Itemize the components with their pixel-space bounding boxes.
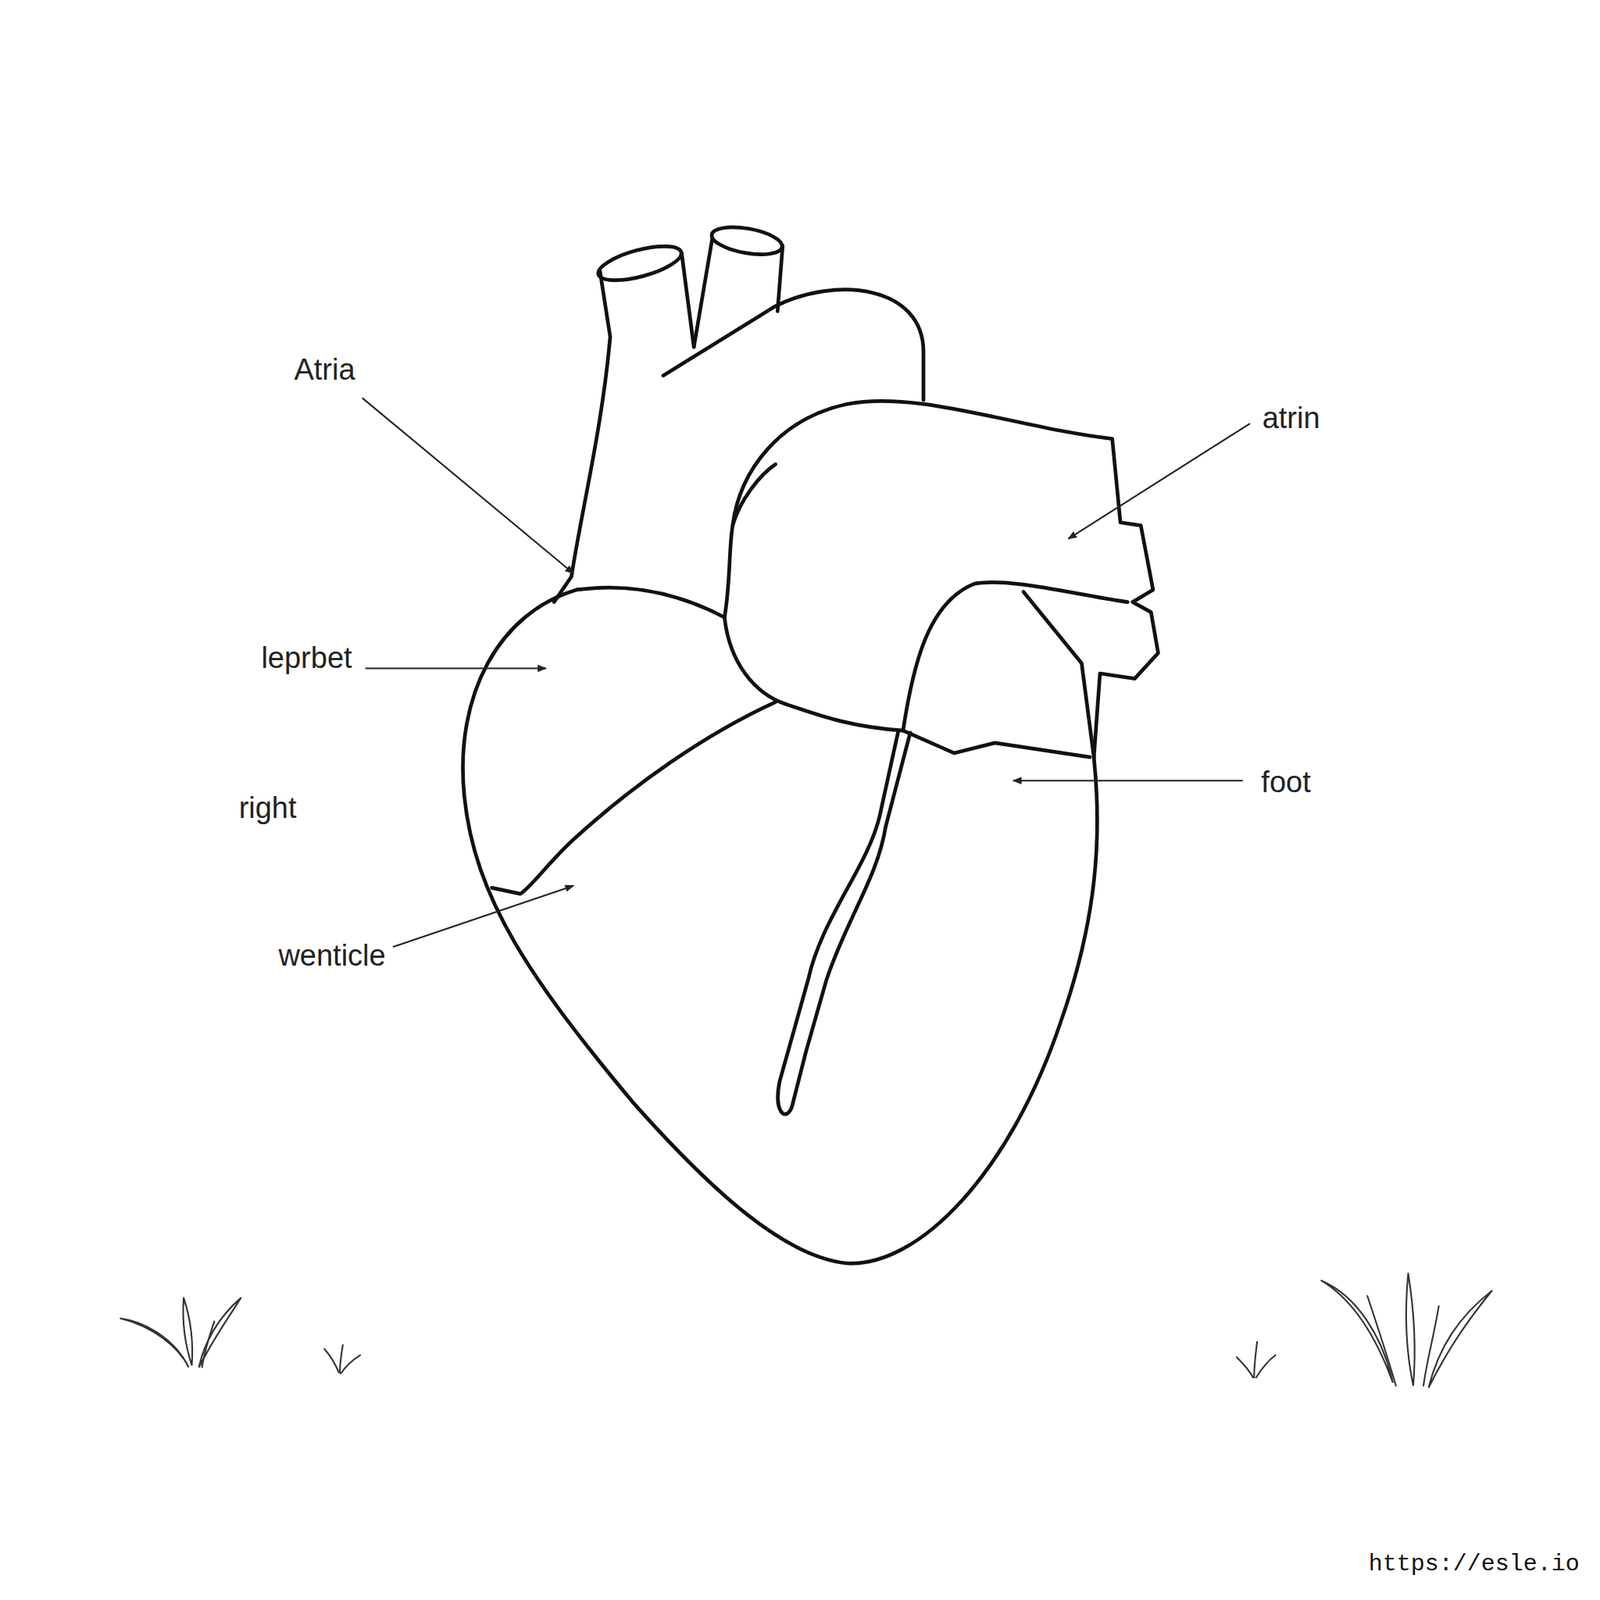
part-label: leprbet [260, 642, 352, 675]
watermark: https://esle.io [1368, 1551, 1580, 1578]
leader-arrows [362, 397, 1250, 947]
part-label: Atria [293, 353, 355, 387]
part-label: atrin [1262, 402, 1321, 436]
part-label: foot [1260, 766, 1311, 800]
part-label: right [239, 792, 297, 825]
part-label: wenticle [278, 939, 386, 973]
grass-doodle [120, 1273, 1492, 1388]
heart-outline [462, 222, 1158, 1264]
